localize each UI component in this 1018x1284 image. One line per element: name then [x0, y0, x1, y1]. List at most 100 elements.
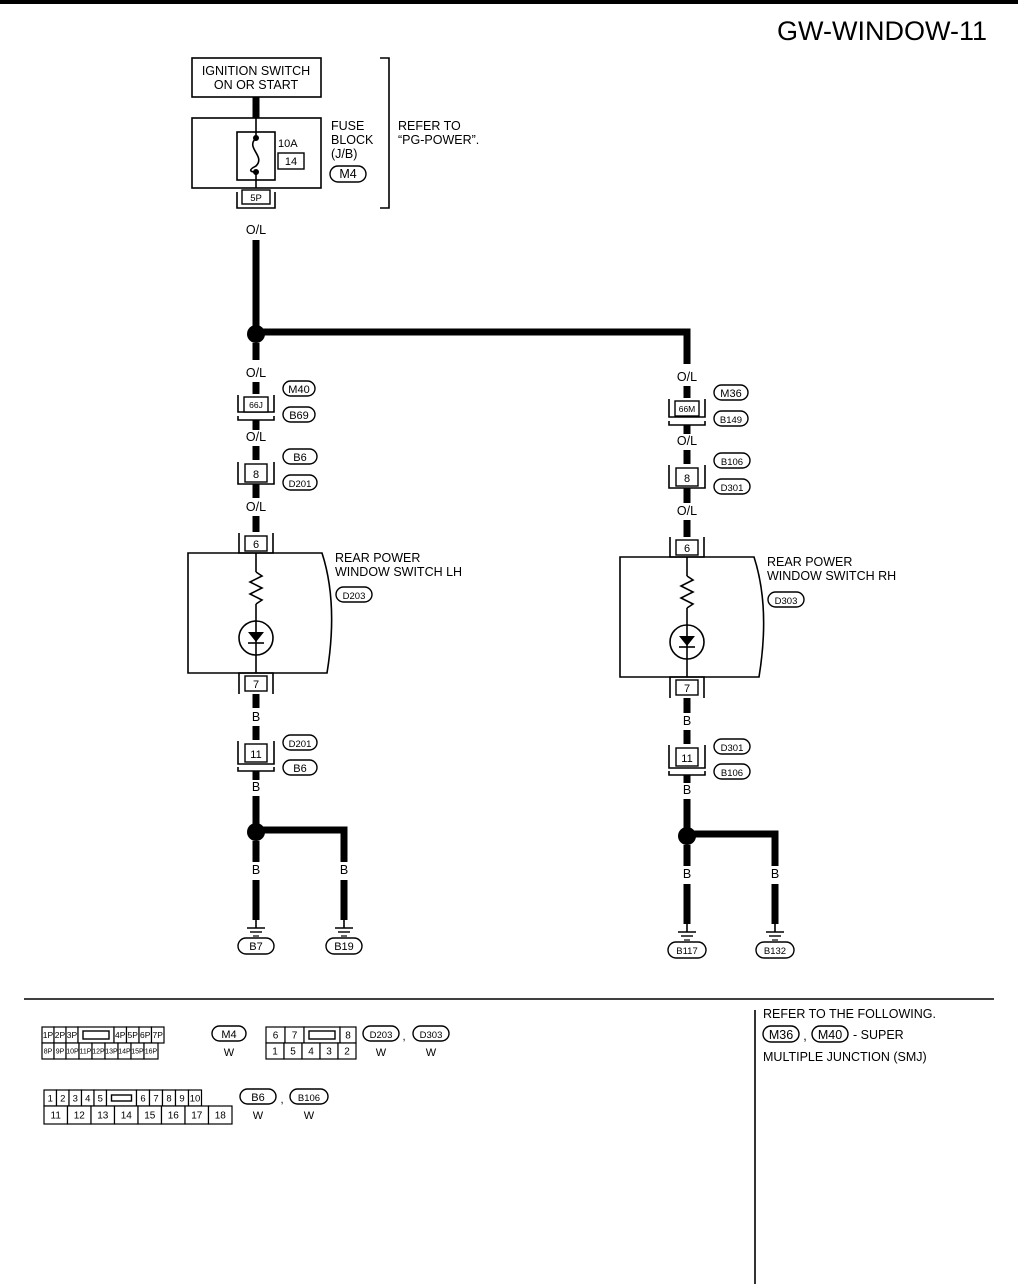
page-title: GW-WINDOW-11: [777, 16, 987, 46]
connector-color: W: [376, 1047, 387, 1059]
connector-8-label: 8: [684, 473, 690, 485]
pin-label: 5: [98, 1093, 103, 1104]
pin-label: 9: [179, 1093, 184, 1104]
pin-label: 8: [345, 1031, 351, 1042]
fuse-connector-id: M4: [339, 167, 356, 181]
refer-pg-2: “PG-POWER”.: [398, 133, 479, 147]
connector-color: W: [253, 1110, 264, 1122]
ground-b7: B7: [249, 941, 262, 953]
refer-note-line1: REFER TO THE FOLLOWING.: [763, 1007, 936, 1021]
badge-b106: B106: [721, 768, 743, 779]
connector-color: W: [224, 1047, 235, 1059]
badge-b69: B69: [289, 410, 309, 422]
pin-label: 2: [344, 1047, 350, 1058]
ground-icon: [677, 921, 697, 941]
pin-label: 12P: [92, 1049, 105, 1056]
ignition-switch: IGNITION SWITCH ON OR START: [191, 57, 322, 98]
badge-m40: M40: [288, 384, 309, 396]
fuse-connector-badge: [329, 165, 367, 183]
connector-11-left: 11: [237, 741, 275, 772]
terminal-5p: 5P: [236, 189, 276, 209]
refer-note-line3: MULTIPLE JUNCTION (SMJ): [763, 1050, 927, 1064]
badge-d203: D203: [343, 591, 366, 602]
wire-color-label: B: [252, 780, 260, 794]
refer-bracket: [380, 57, 390, 209]
pin-label: 15: [144, 1111, 156, 1122]
pin-label: 14: [121, 1111, 133, 1122]
pin-cell: [337, 1042, 357, 1060]
pin-label: 13P: [105, 1049, 118, 1056]
wire-color-label: O/L: [246, 366, 266, 380]
wire-color-label: B: [683, 783, 691, 797]
pin-label: 9P: [56, 1049, 65, 1056]
pin-label: 8P: [44, 1049, 53, 1056]
fuse-label-3: (J/B): [331, 147, 357, 161]
pin-label: 16: [168, 1111, 180, 1122]
pin-cell: [143, 1042, 159, 1060]
wire-color-label: O/L: [246, 500, 266, 514]
pin-label: 6: [273, 1031, 279, 1042]
ground-b19: B19: [334, 941, 354, 953]
wire-branch-right: [256, 328, 691, 364]
pin-label: 7: [153, 1093, 158, 1104]
pin-label: 12: [74, 1111, 86, 1122]
wire-color-label: O/L: [677, 504, 697, 518]
pin-cell: [207, 1105, 233, 1125]
wire-color-label: B: [252, 863, 260, 877]
switch-rh-label-1: REAR POWER: [767, 555, 852, 569]
badge-d301: D301: [721, 743, 744, 754]
pin-label: 5P: [128, 1030, 139, 1040]
pin-label: 15P: [131, 1049, 144, 1056]
ground-icon: [246, 917, 266, 937]
fuse-amperage: 10A: [278, 138, 298, 150]
ground-b132: B132: [764, 946, 786, 957]
connector-11-label: 11: [250, 749, 261, 761]
connector-66m-label: 66M: [679, 404, 696, 414]
badge-d201: D201: [289, 479, 312, 490]
switch-lh-label-2: WINDOW SWITCH LH: [335, 565, 462, 579]
connector-11-right: 11: [668, 745, 706, 776]
pin-label: 7P: [153, 1030, 164, 1040]
separator: ,: [803, 1029, 806, 1043]
connector-8-label: 8: [253, 469, 259, 481]
connector-8-right: 8: [668, 465, 706, 489]
terminal-6-label: 6: [253, 539, 259, 551]
wire-color-label: O/L: [677, 434, 697, 448]
pin-label: 14P: [118, 1049, 131, 1056]
badge-d201: D201: [289, 739, 312, 750]
fuse-block: 10A 14: [191, 117, 322, 189]
pin-label: 8: [166, 1093, 171, 1104]
pin-label: 18: [215, 1111, 227, 1122]
connector-66j-label: 66J: [249, 400, 263, 410]
wire-color-label: O/L: [677, 370, 697, 384]
pin-label: 2P: [55, 1030, 66, 1040]
pin-label: 13: [97, 1111, 109, 1122]
wire-color-label: B: [771, 867, 779, 881]
ignition-label-2: ON OR START: [214, 78, 299, 92]
switch-rh-label-2: WINDOW SWITCH RH: [767, 569, 896, 583]
wire-color-label: B: [252, 710, 260, 724]
resistor-icon: [248, 571, 264, 605]
pin-label: 1P: [43, 1030, 54, 1040]
connector-color: W: [304, 1110, 315, 1122]
connector-key: [110, 1094, 133, 1102]
connector-color: W: [426, 1047, 437, 1059]
badge-d303: D303: [775, 596, 798, 607]
badge-d301: D301: [721, 483, 744, 494]
pin-label: 1: [272, 1047, 278, 1058]
refer-badge-m36: M36: [769, 1028, 793, 1042]
ground-b117: B117: [676, 946, 697, 957]
wire-color-label: B: [340, 863, 348, 877]
connector-id-b106: B106: [298, 1093, 320, 1104]
top-border: [0, 0, 1018, 4]
pin-label: 6P: [140, 1030, 151, 1040]
wire-color-label: O/L: [246, 223, 266, 237]
badge-b6: B6: [293, 452, 306, 464]
pin-label: 10: [190, 1093, 201, 1104]
pin-label: 10P: [66, 1049, 79, 1056]
pin-label: 17: [191, 1111, 203, 1122]
connector-id-d303: D303: [420, 1030, 443, 1041]
badge-b149: B149: [720, 415, 742, 426]
